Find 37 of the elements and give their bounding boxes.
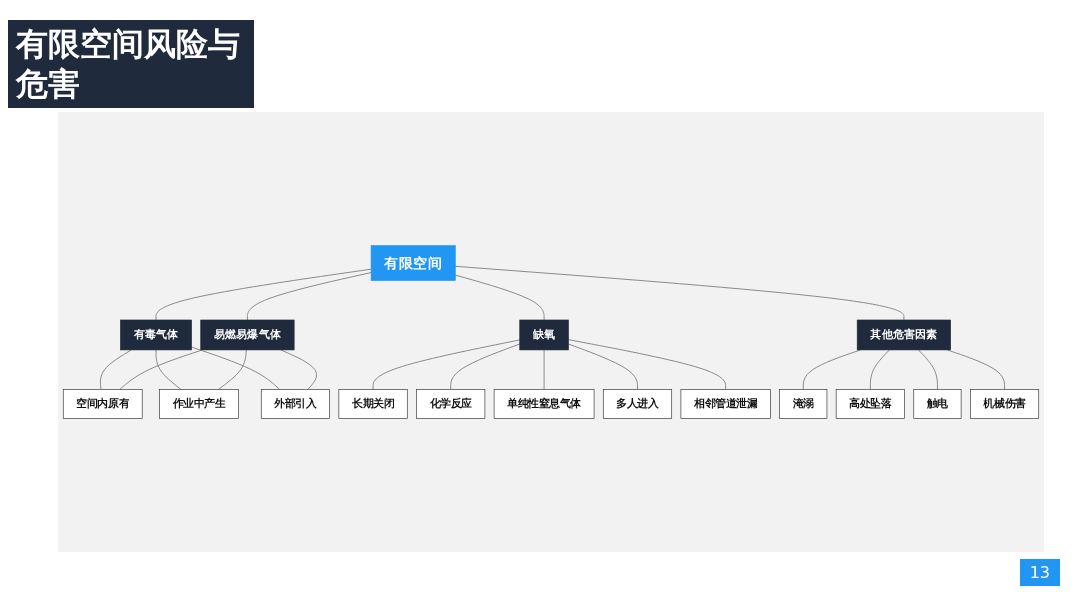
node-box: 淹溺 bbox=[779, 389, 828, 419]
connector bbox=[450, 343, 521, 390]
connector bbox=[280, 349, 318, 390]
node-box: 外部引入 bbox=[260, 389, 330, 419]
node-box: 有毒气体 bbox=[120, 319, 192, 351]
connector bbox=[372, 339, 521, 390]
connector bbox=[567, 343, 638, 390]
connector bbox=[543, 349, 545, 390]
node-box: 空间内原有 bbox=[62, 389, 143, 419]
node-box: 单纯性窒息气体 bbox=[493, 389, 595, 419]
connector bbox=[454, 274, 545, 321]
page-number: 13 bbox=[1029, 563, 1050, 582]
connector bbox=[567, 339, 727, 390]
node-box: 缺氧 bbox=[519, 319, 569, 351]
node-box: 高处坠落 bbox=[835, 389, 905, 419]
slide-title: 有限空间风险与危害 bbox=[8, 20, 254, 108]
connector bbox=[99, 349, 132, 390]
node-box: 作业中产生 bbox=[159, 389, 239, 419]
node-box: 易燃易爆气体 bbox=[200, 319, 295, 351]
node-box: 机械伤害 bbox=[970, 389, 1040, 419]
node-box: 其他危害因素 bbox=[856, 319, 951, 351]
connector bbox=[155, 349, 182, 390]
node-box: 触电 bbox=[913, 389, 962, 419]
connector bbox=[869, 349, 890, 390]
node-box: 有限空间 bbox=[370, 245, 456, 281]
node-box: 相邻管道泄漏 bbox=[680, 389, 771, 419]
connector bbox=[454, 265, 905, 321]
connector bbox=[217, 349, 247, 390]
connector bbox=[802, 349, 861, 390]
connector bbox=[246, 272, 372, 321]
connector bbox=[191, 346, 281, 390]
connector bbox=[917, 349, 938, 390]
connector bbox=[119, 349, 203, 390]
connector bbox=[155, 268, 372, 321]
node-box: 化学反应 bbox=[416, 389, 486, 419]
node-box: 长期关闭 bbox=[338, 389, 408, 419]
node-box: 多人进入 bbox=[602, 389, 673, 419]
